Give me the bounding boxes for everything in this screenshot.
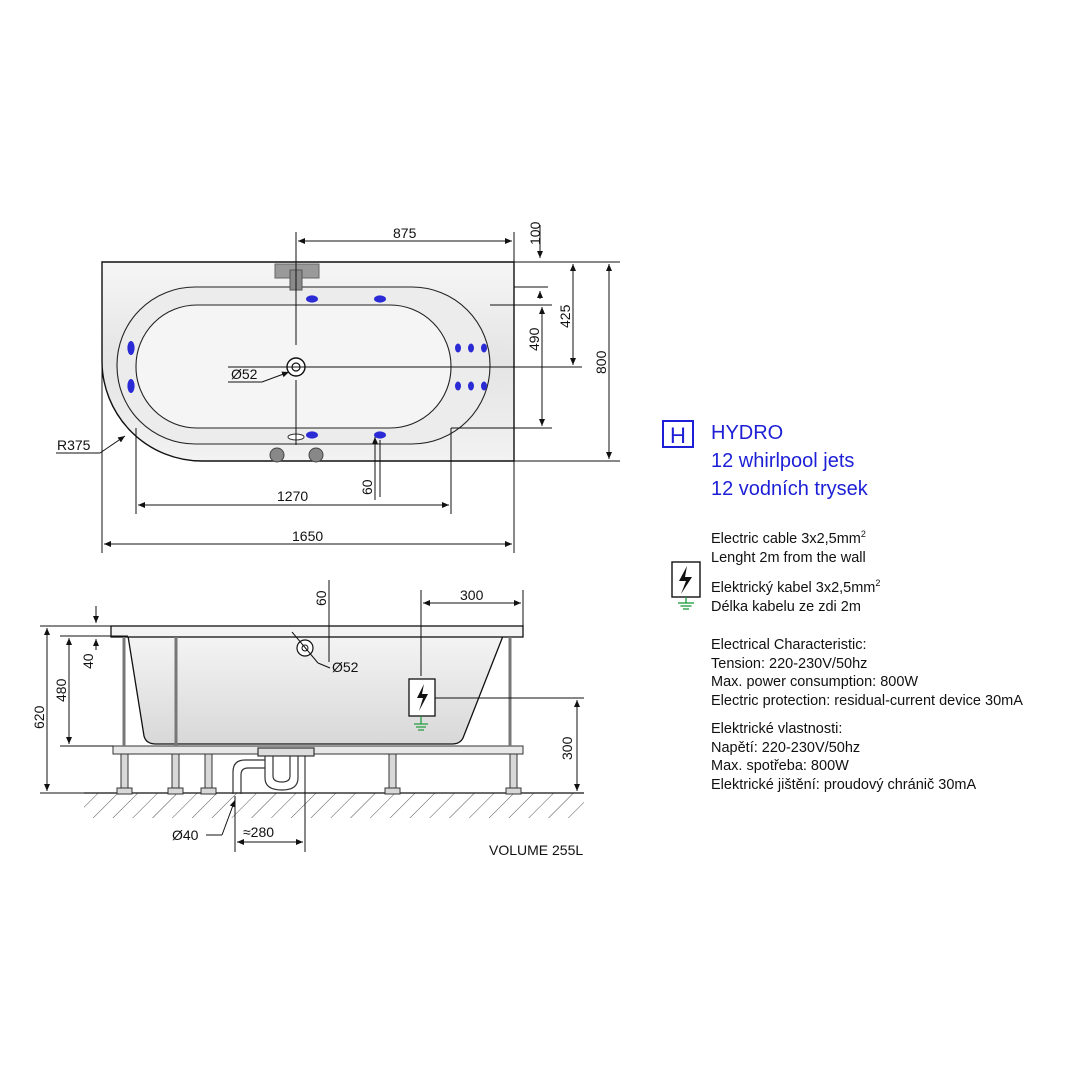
dim-300-top-side: 300 [460,587,484,603]
dim-40-side: 40 [80,653,96,669]
hydro-title: HYDRO [711,422,784,444]
dim-280-side: ≈280 [243,824,274,840]
jet-icon [306,295,318,303]
knob-icon [269,447,285,463]
electrical-en-protection: Electric protection: residual-current de… [711,692,1023,709]
jet-icon [127,379,135,393]
support-frame [112,745,524,755]
dim-620-side: 620 [31,705,47,729]
siphon [232,747,315,794]
cable-cz-line2: Délka kabelu ze zdi 2m [711,598,861,615]
jet-icon [306,431,318,439]
jet-icon [374,295,386,303]
electrical-cz-tension: Napětí: 220-230V/50hz [711,739,861,756]
jet-icon [455,381,461,391]
tub-body-side [127,635,504,745]
electric-box-icon [408,678,436,731]
dim-100: 100 [527,221,543,245]
electrical-en-power: Max. power consumption: 800W [711,674,919,690]
dim-800: 800 [593,350,609,374]
side-view: 60 300 40 480 620 Ø52 300 Ø40 ≈280 VOLUM… [31,580,584,858]
faucet-icon [274,263,320,291]
cable-cz-line1: Elektrický kabel 3x2,5mm2 [711,578,881,596]
ground-icon [678,597,694,610]
electrical-en-tension: Tension: 220-230V/50hz [711,655,868,672]
electric-warning-icon [671,561,701,598]
hydro-jets-cz: 12 vodních trysek [711,478,868,500]
electrical-characteristic-cz: Elektrické vlastnosti: Napětí: 220-230V/… [711,720,976,794]
cable-en-line2: Lenght 2m from the wall [711,549,866,566]
whirlpool-jets [127,295,487,439]
dim-phi52-side: Ø52 [332,659,359,675]
dim-480-side: 480 [53,678,69,702]
dim-300-right-side: 300 [559,736,575,760]
jet-icon [455,343,461,353]
dim-60-side: 60 [313,590,329,606]
cable-info-en: Electric cable 3x2,5mm2 Lenght 2m from t… [711,530,866,567]
electrical-cz-protection: Elektrické jištění: proudový chránič 30m… [711,776,977,793]
jet-icon [374,431,386,439]
jet-icon [481,381,487,391]
hydro-jets-en: 12 whirlpool jets [711,450,855,472]
jet-icon [127,341,135,355]
tub-rim-side [110,625,524,638]
jet-icon [468,381,474,391]
electrical-cz-heading: Elektrické vlastnosti: [711,721,843,737]
cable-info-cz: Elektrický kabel 3x2,5mm2 Délka kabelu z… [711,579,880,616]
electrical-characteristic-en: Electrical Characteristic: Tension: 220-… [711,636,1023,710]
electrical-cz-power: Max. spotřeba: 800W [711,758,849,774]
dim-1270: 1270 [277,488,308,504]
ground-hatch [84,793,584,818]
hydro-badge-icon: H [662,420,694,448]
dim-425: 425 [557,304,573,328]
dim-490: 490 [526,327,542,351]
top-view: 875 100 425 490 800 Ø52 R375 1270 60 165… [56,221,620,553]
jet-icon [481,343,487,353]
knob-icon [308,447,324,463]
cable-en-line1: Electric cable 3x2,5mm2 [711,529,866,547]
dim-875: 875 [393,225,417,241]
jet-icon [468,343,474,353]
hydro-block: HYDRO 12 whirlpool jets 12 vodních tryse… [711,419,868,503]
legs [116,753,522,795]
dim-phi52-top: Ø52 [231,366,258,382]
electrical-en-heading: Electrical Characteristic: [711,637,867,653]
dim-phi40-side: Ø40 [172,827,199,843]
volume-label: VOLUME 255L [489,842,583,858]
dim-1650: 1650 [292,528,323,544]
dim-r375: R375 [57,437,91,453]
dim-60-top: 60 [359,479,375,495]
